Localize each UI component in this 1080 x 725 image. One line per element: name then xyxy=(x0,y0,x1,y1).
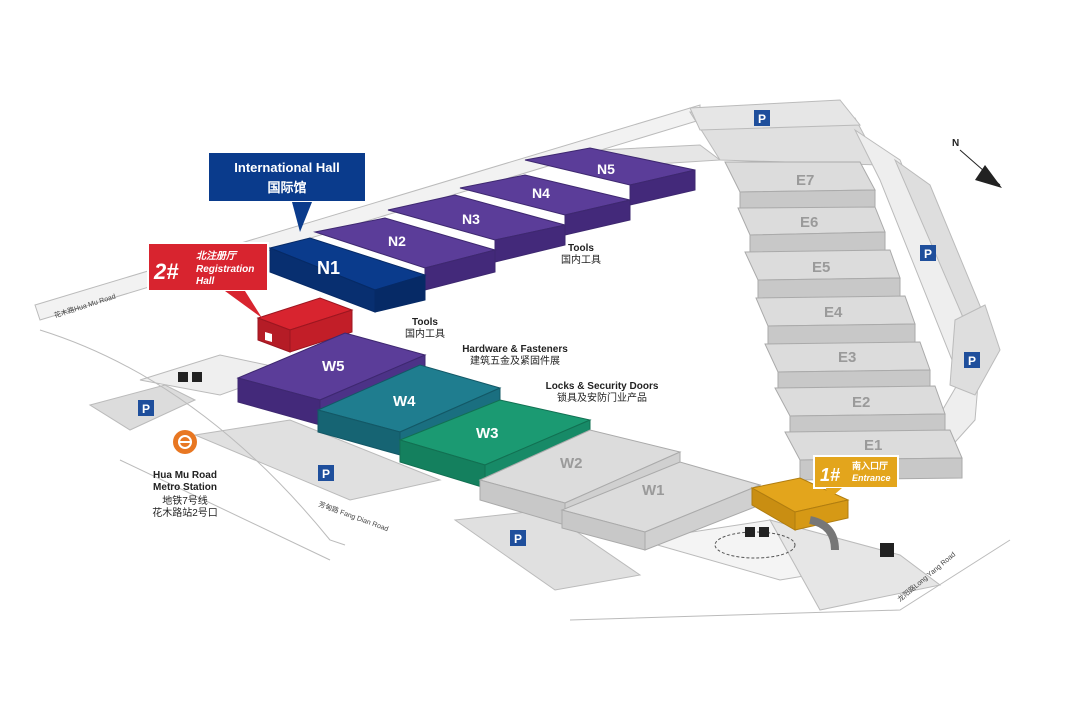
taxi-icon xyxy=(759,527,769,537)
hall-w1[interactable]: W1 xyxy=(560,461,762,551)
zone-labels: Tools 国内工具 Tools 国内工具 Hardware & Fastene… xyxy=(405,243,659,404)
transit-icons xyxy=(178,372,894,557)
hall-n3-label: N3 xyxy=(462,211,480,227)
svg-text:P: P xyxy=(968,354,976,368)
registration-callout: 2# 北注册厅 Registration Hall xyxy=(147,242,269,318)
hall-n5[interactable]: N5 xyxy=(524,147,696,206)
hall-n1-label: N1 xyxy=(317,258,340,278)
parking-sign[interactable]: P xyxy=(138,400,154,416)
svg-text:P: P xyxy=(924,247,932,261)
hall-n3[interactable]: N3 xyxy=(387,194,566,263)
registration-hall-building[interactable] xyxy=(256,297,354,353)
metro-exit-cn: 花木路站2号口 xyxy=(152,506,218,519)
parking-sign[interactable]: P xyxy=(754,110,770,126)
hall-e5[interactable]: E5 xyxy=(744,249,901,301)
bus-stop-icon xyxy=(745,527,755,537)
entrance-cn: 南入口厅 xyxy=(852,460,888,471)
entrance-callout: 1# 南入口厅 Entrance xyxy=(813,455,899,500)
south-west-lot xyxy=(193,419,442,501)
curve-road-1 xyxy=(39,329,346,546)
zone-locks-cn: 锁具及安防门业产品 xyxy=(557,391,647,404)
svg-text:P: P xyxy=(322,467,330,481)
hall-n2-label: N2 xyxy=(388,233,406,249)
compass-north-label: N xyxy=(952,138,959,149)
zone-hardware-cn: 建筑五金及紧固件展 xyxy=(470,354,560,367)
international-hall-callout: International Hall 国际馆 xyxy=(207,151,367,232)
hall-w4-label: W4 xyxy=(393,393,416,410)
hall-n2[interactable]: N2 xyxy=(313,217,497,291)
parking-sign[interactable]: P xyxy=(318,465,334,481)
registration-en-2: Hall xyxy=(196,276,215,287)
zone-tools-west-en: Tools xyxy=(412,317,438,328)
compass-arrow-icon xyxy=(975,165,1002,188)
entrance-building[interactable] xyxy=(750,477,850,551)
fang-dian-road-line xyxy=(119,459,331,561)
hall-e3-label: E3 xyxy=(838,349,856,366)
bus-stop-icon xyxy=(178,372,188,382)
svg-text:P: P xyxy=(514,532,522,546)
north-halls: N5 N4 N3 N2 N1 xyxy=(268,144,722,313)
hall-e7-label: E7 xyxy=(796,172,814,189)
parking-sign[interactable]: P xyxy=(920,245,936,261)
parking-sign[interactable]: P xyxy=(510,530,526,546)
east-lot-2 xyxy=(949,304,1001,396)
registration-cn: 北注册厅 xyxy=(196,250,238,262)
metro-name-1: Hua Mu Road xyxy=(153,470,217,481)
metro-line-cn: 地铁7号线 xyxy=(162,494,208,507)
hall-e2[interactable]: E2 xyxy=(774,385,946,437)
hall-e3[interactable]: E3 xyxy=(764,341,931,393)
zone-tools-west-cn: 国内工具 xyxy=(405,327,445,340)
bus-icon xyxy=(880,543,894,557)
hall-e2-label: E2 xyxy=(852,394,870,411)
hall-e4[interactable]: E4 xyxy=(755,295,916,347)
hall-n4-label: N4 xyxy=(532,185,550,201)
hall-e6-label: E6 xyxy=(800,214,818,231)
zone-tools-north-en: Tools xyxy=(568,243,594,254)
long-yang-road-line xyxy=(569,539,1011,621)
hall-n1[interactable]: N1 xyxy=(268,237,427,313)
road-fang-dian: 芳甸路 Fang Dian Road xyxy=(317,499,390,533)
parking-signs: P P P P P P xyxy=(138,110,980,546)
svg-text:P: P xyxy=(758,112,766,126)
hall-e6[interactable]: E6 xyxy=(737,206,886,256)
svg-text:P: P xyxy=(142,402,150,416)
hall-w2-label: W2 xyxy=(560,455,583,472)
south-east-lot xyxy=(768,519,942,611)
entrance-number: 1# xyxy=(820,465,840,485)
west-halls: W5 W4 W3 W2 W1 xyxy=(236,332,762,551)
hall-e5-label: E5 xyxy=(812,259,830,276)
hall-w3-label: W3 xyxy=(476,425,499,442)
zone-locks-en: Locks & Security Doors xyxy=(546,381,659,392)
metro-station[interactable]: Hua Mu Road Metro Station 地铁7号线 花木路站2号口 xyxy=(152,430,218,519)
registration-en-1: Registration xyxy=(196,264,254,275)
registration-number: 2# xyxy=(153,259,179,284)
hall-e1-label: E1 xyxy=(864,437,882,454)
hall-n5-label: N5 xyxy=(597,161,615,177)
hall-n4[interactable]: N4 xyxy=(459,174,631,236)
metro-name-2: Metro Station xyxy=(153,482,217,493)
hall-w5-label: W5 xyxy=(322,358,345,375)
entrance-ramp xyxy=(809,516,839,551)
south-lot xyxy=(453,509,642,591)
hall-w1-label: W1 xyxy=(642,482,665,499)
zone-hardware-en: Hardware & Fasteners xyxy=(462,344,568,355)
north-top-lot xyxy=(689,99,862,131)
taxi-icon xyxy=(192,372,202,382)
parking-sign[interactable]: P xyxy=(964,352,980,368)
international-hall-cn: 国际馆 xyxy=(267,180,306,195)
zone-tools-north-cn: 国内工具 xyxy=(561,253,601,266)
hall-e4-label: E4 xyxy=(824,304,843,321)
hall-e7[interactable]: E7 xyxy=(724,161,876,213)
entrance-en: Entrance xyxy=(852,473,891,483)
international-hall-en: International Hall xyxy=(234,160,339,175)
compass: N xyxy=(952,138,1002,188)
